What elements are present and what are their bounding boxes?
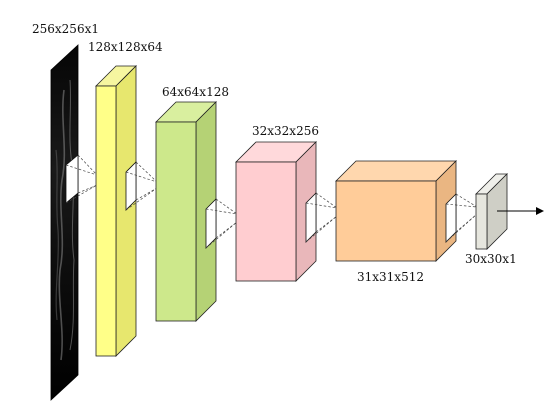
projection-conv4-to-output [445,193,478,243]
input-image-scan-texture [58,89,66,361]
projection-input-to-conv1 [65,154,98,204]
conv1-side-face [115,65,137,357]
conv4-front-face [335,180,437,262]
output-layer: 30x30x1 [465,173,517,266]
conv3-front-face [235,161,297,282]
output-layer-label: 30x30x1 [465,252,517,266]
input-image-layer: 256x256x1 [32,22,99,401]
projection-conv1-to-conv2 [125,161,158,211]
conv4-layer: 31x31x512 [335,160,457,284]
input-image-scan-texture-2 [69,79,75,351]
input-layer-label: 256x256x1 [32,22,99,36]
conv3-layer-label: 32x32x256 [252,124,319,138]
conv2-front-face [155,121,197,322]
conv1-front-face [95,85,117,357]
projection-conv3-to-conv4 [305,192,338,243]
conv3-layer: 32x32x256 [235,124,319,282]
input-image-scan-texture-3 [55,149,59,321]
conv4-top-face [335,160,457,182]
conv1-layer-label: 128x128x64 [88,40,163,54]
conv1-layer: 128x128x64 [88,40,163,357]
conv2-layer: 64x64x128 [155,85,229,322]
output-front-face [475,193,488,250]
projection-conv2-to-conv3 [205,198,238,249]
input-image-slab [50,44,79,401]
conv2-layer-label: 64x64x128 [162,85,229,99]
conv4-layer-label: 31x31x512 [357,270,424,284]
